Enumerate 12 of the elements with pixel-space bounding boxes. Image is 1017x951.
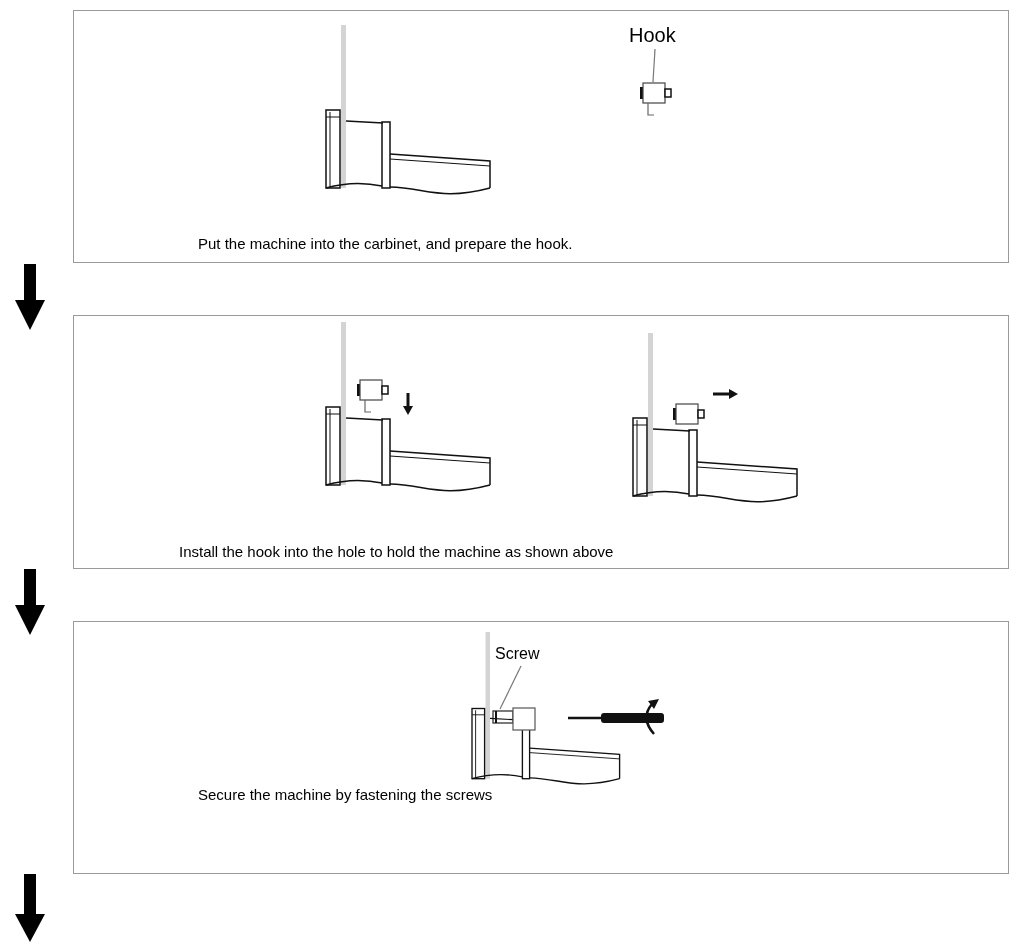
leader-line <box>652 48 656 83</box>
screw-drawing <box>492 708 514 726</box>
step-panel <box>73 621 1009 874</box>
step-panel <box>73 10 1009 263</box>
hook-drawing <box>639 81 673 117</box>
step-instruction: Install the hook into the hole to hold the machine as shown above <box>179 543 614 561</box>
step-instruction: Put the machine into the carbinet, and prepare the hook. <box>198 235 573 253</box>
part-label: Hook <box>629 25 676 45</box>
leader-line <box>499 665 522 710</box>
step-instruction: Secure the machine by fastening the screws <box>198 786 493 804</box>
part-label: Screw <box>495 646 540 662</box>
step-panel <box>73 315 1009 569</box>
